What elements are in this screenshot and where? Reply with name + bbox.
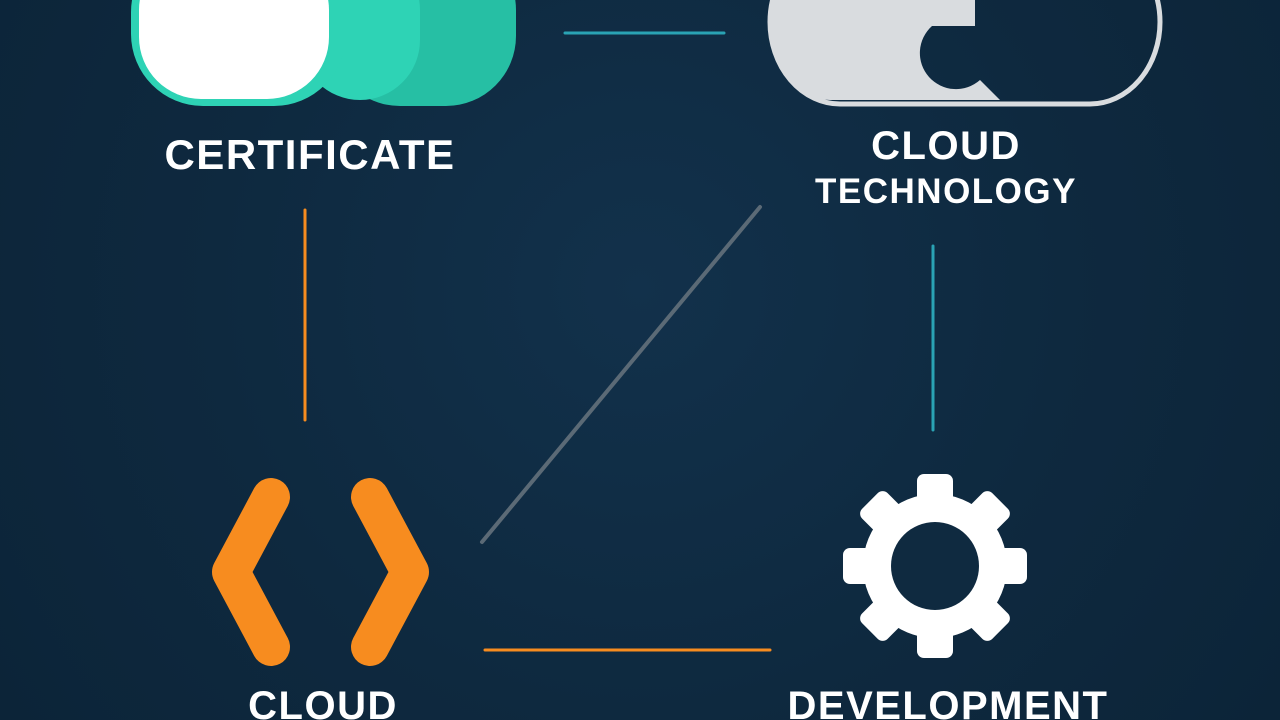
node-label-line: TECHNOLOGY xyxy=(815,172,1077,211)
node-label-line: CLOUD xyxy=(871,124,1021,168)
node-label-development: DEVELOPMENT xyxy=(787,684,1109,720)
cloud-icon xyxy=(131,0,516,106)
cloud-icon xyxy=(767,0,1163,107)
node-label-cloud-technology: CLOUD TECHNOLOGY xyxy=(746,126,1146,209)
node-label-cloud: CLOUD xyxy=(248,684,398,720)
node-label-certificate: CERTIFICATE xyxy=(164,131,456,178)
gear-icon xyxy=(843,474,1027,658)
code-brackets-icon xyxy=(212,478,429,666)
connector-cloud-cloud-technology xyxy=(480,205,762,544)
